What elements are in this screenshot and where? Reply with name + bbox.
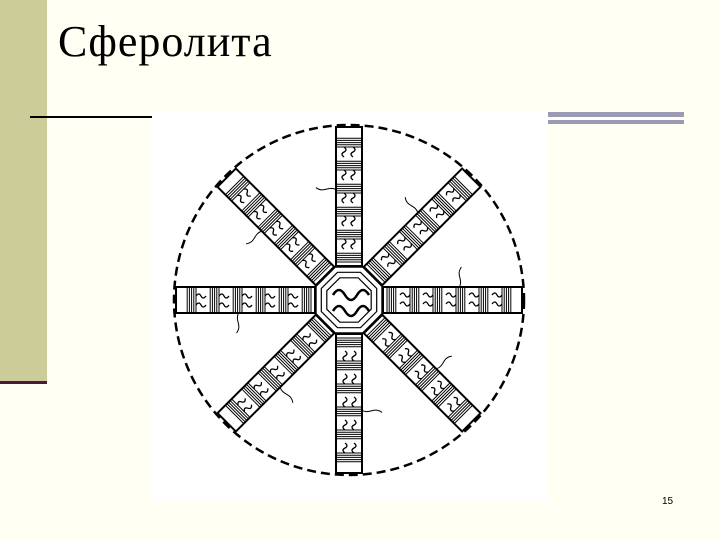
spokes-group [175, 126, 523, 474]
center-wave-top [331, 288, 371, 302]
slide-title: Сферолита [58, 17, 273, 66]
title-rule-right-lower [548, 120, 684, 124]
spoke [175, 286, 316, 334]
spherulite-figure [152, 112, 548, 502]
spoke [382, 266, 523, 314]
left-accent-bar [0, 0, 47, 383]
center-wave-bottom [331, 304, 371, 318]
spoke [216, 167, 336, 287]
spoke [315, 126, 363, 267]
spherulite-diagram [172, 123, 526, 477]
outer-dashed-circle [172, 123, 526, 477]
center-nucleus [314, 265, 384, 335]
title-rule-right-upper [548, 112, 684, 117]
spoke [335, 333, 383, 474]
left-accent-underline [0, 381, 47, 384]
spoke [216, 313, 336, 433]
title-rule-left [30, 116, 155, 118]
page-number: 15 [662, 496, 674, 507]
spoke [362, 167, 482, 287]
spoke [362, 313, 482, 433]
